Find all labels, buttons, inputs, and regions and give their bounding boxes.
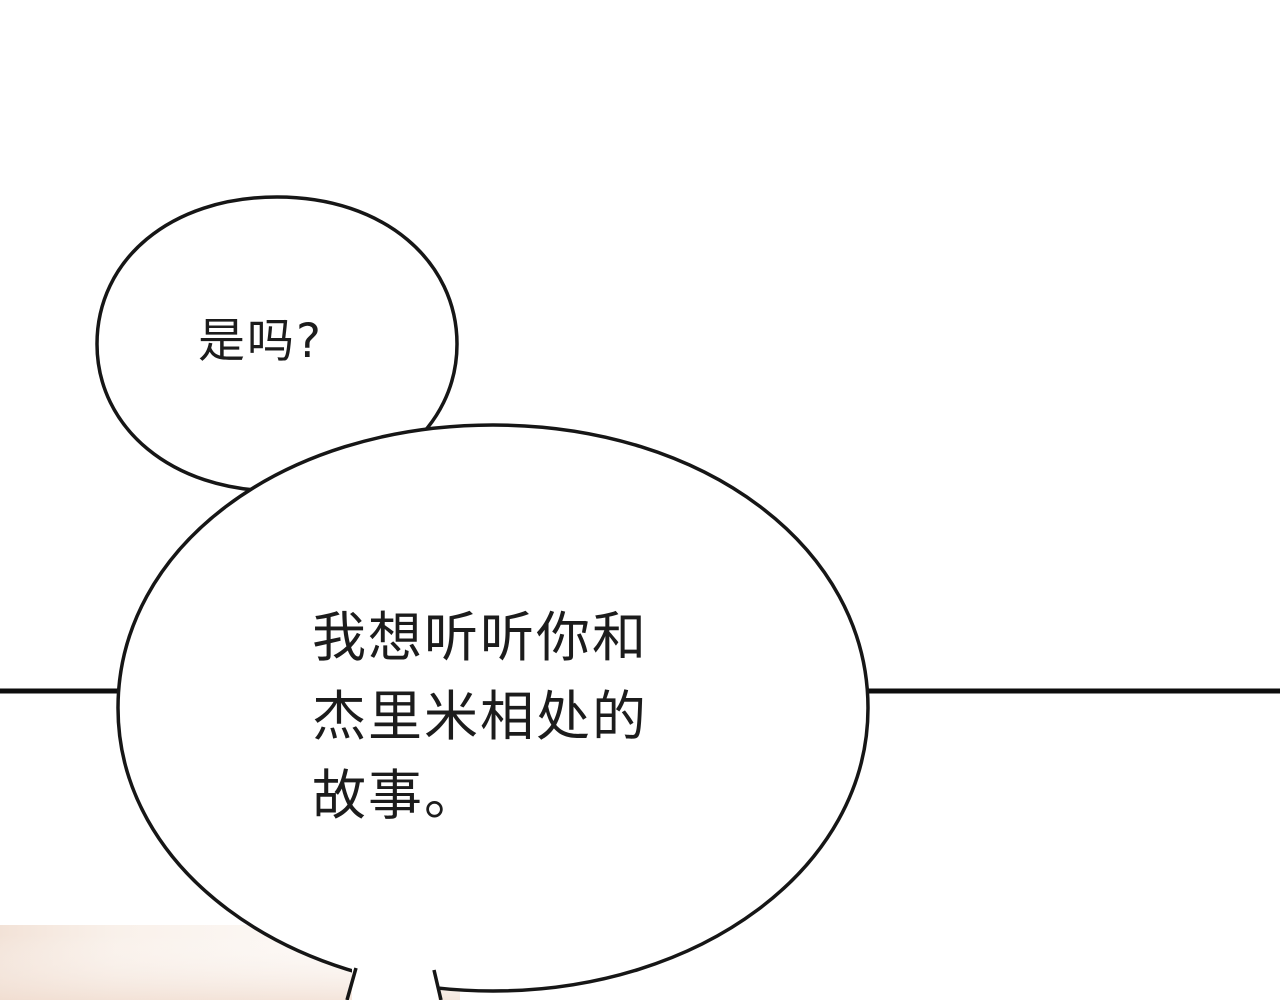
- large-bubble-line-2: 杰里米相处的: [312, 685, 648, 748]
- bubble-tail: [345, 962, 443, 1000]
- large-bubble-line-3: 故事。: [312, 764, 480, 827]
- small-bubble-text: 是吗?: [198, 314, 323, 369]
- large-bubble-text: 我想听听你和 杰里米相处的 故事。: [312, 598, 648, 835]
- speech-bubble-large: [116, 423, 870, 993]
- large-bubble-line-1: 我想听听你和: [312, 606, 648, 669]
